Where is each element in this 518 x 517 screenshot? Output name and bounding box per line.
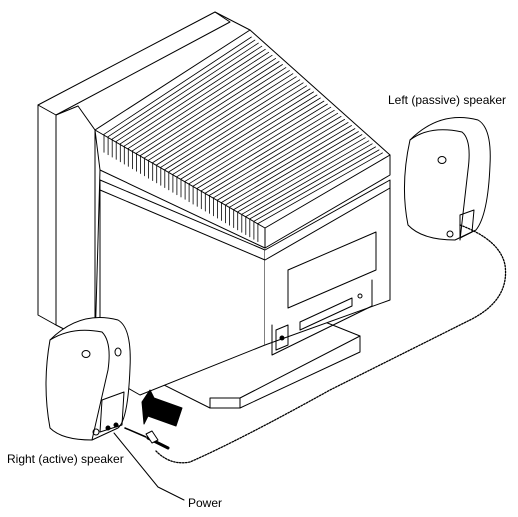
- vent-slot: [233, 134, 363, 211]
- vent-slot: [115, 45, 263, 142]
- speaker-cable: [154, 224, 507, 464]
- callout-leaders: [113, 432, 185, 501]
- monitor-vent-top: [94, 29, 391, 346]
- vent-slot: [237, 137, 366, 213]
- left-speaker-label: Left (passive) speaker: [388, 93, 507, 107]
- vent-slot: [221, 125, 352, 203]
- monitor-rear-housing: [99, 179, 391, 396]
- vent-slot: [144, 67, 287, 159]
- power-label: Power: [188, 496, 223, 510]
- vent-slot: [127, 54, 273, 149]
- vent-slot: [192, 103, 328, 187]
- right-speaker-label: Right (active) speaker: [7, 452, 124, 466]
- vent-slot: [204, 112, 339, 194]
- vent-slot: [257, 152, 383, 225]
- vent-slot: [176, 91, 315, 178]
- insert-arrow: [141, 389, 183, 427]
- vent-slot: [135, 61, 280, 154]
- vent-slot: [208, 116, 342, 196]
- vent-slot: [152, 73, 294, 164]
- right-speaker: [45, 317, 131, 441]
- monitor: [37, 11, 391, 409]
- vent-slot: [253, 149, 380, 222]
- vent-slot: [229, 131, 359, 208]
- vent-slot: [212, 119, 346, 199]
- vent-slot: [245, 143, 373, 218]
- vent-slot: [111, 42, 259, 140]
- vent-slot: [156, 76, 297, 166]
- vent-slot: [249, 146, 377, 220]
- vent-slot: [119, 48, 266, 145]
- vent-slot: [184, 97, 321, 182]
- vent-slot: [131, 58, 277, 152]
- vent-slot: [168, 85, 308, 173]
- vent-slot: [188, 100, 325, 185]
- vent-slots: [103, 36, 383, 243]
- vent-slot: [180, 94, 318, 180]
- vent-slot: [200, 109, 335, 192]
- vent-slot: [160, 79, 301, 168]
- power-plug: [124, 427, 170, 450]
- monitor-bezel: [37, 11, 251, 346]
- vent-slot: [107, 39, 256, 138]
- vent-slot: [196, 106, 332, 189]
- vent-slot: [123, 51, 270, 147]
- vent-slot: [216, 122, 349, 201]
- connector-panel: [271, 231, 377, 356]
- left-speaker: [403, 117, 491, 241]
- vent-slot: [172, 88, 311, 175]
- vent-slot: [148, 70, 290, 161]
- vent-slot: [241, 140, 370, 215]
- vent-slot: [225, 128, 356, 206]
- vent-slot: [164, 82, 304, 171]
- vent-slot: [103, 36, 252, 135]
- vent-slot: [140, 64, 283, 156]
